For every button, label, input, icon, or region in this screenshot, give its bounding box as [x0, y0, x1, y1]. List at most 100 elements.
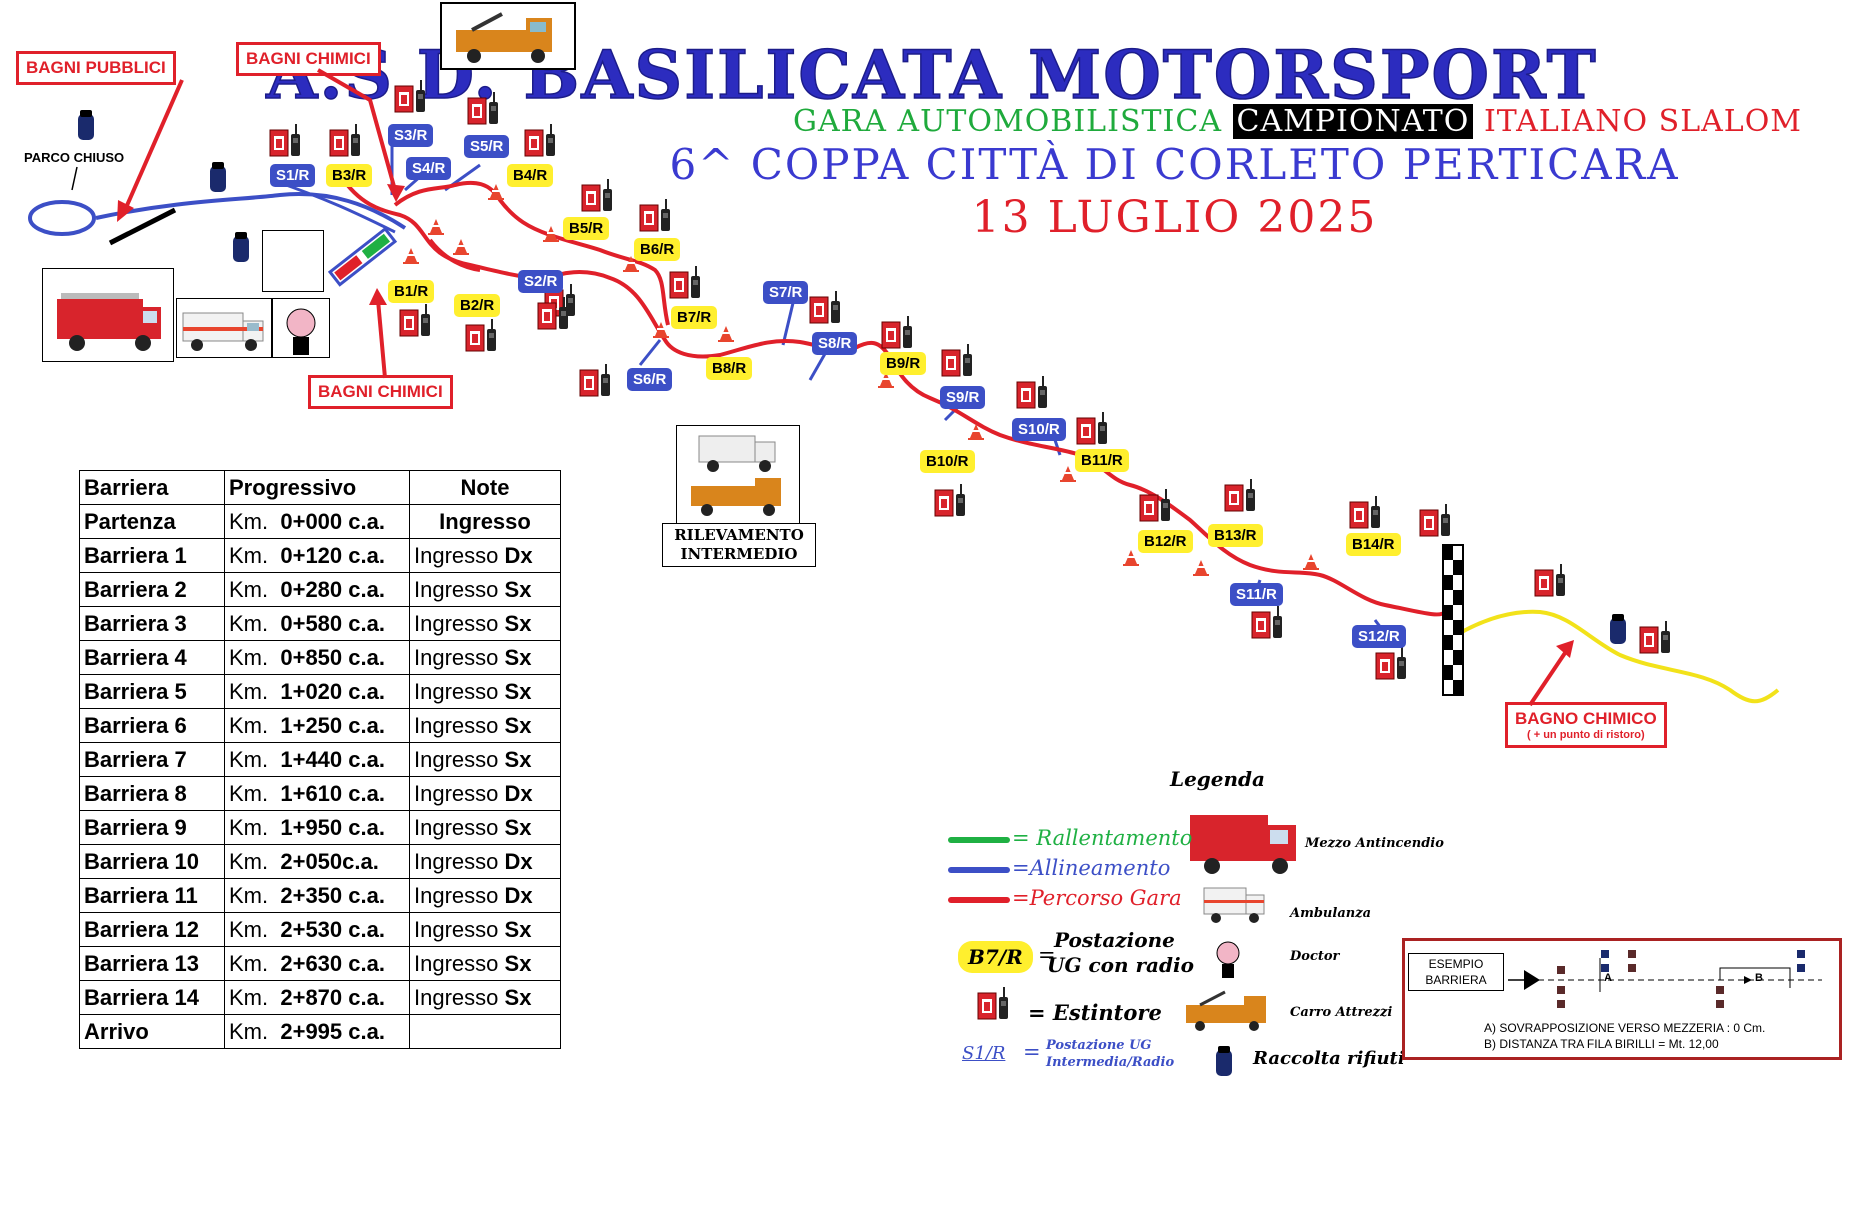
barrier-prog: 2+050c.a.: [280, 848, 379, 874]
barrier-note-text: Ingresso: [414, 542, 499, 568]
legend-blue-swatch: [948, 867, 1010, 873]
rilevamento-label: RILEVAMENTO INTERMEDIO: [662, 523, 816, 567]
barrier-km: Km.: [229, 746, 269, 772]
barrier-km: Km.: [229, 950, 269, 976]
barrier-note-text: Ingresso: [439, 508, 531, 534]
barrier-note-text: Ingresso: [414, 984, 499, 1010]
legend-postazione-tag: B7/R: [958, 941, 1033, 973]
barrier-name: Barriera 13: [79, 946, 225, 981]
barrier-km: Km.: [229, 610, 269, 636]
barrier-km: Km.: [229, 542, 269, 568]
barrier-progressivo: Km. 1+440 c.a.: [224, 742, 410, 777]
doctor-icon: [286, 308, 316, 355]
barrier-prog: 0+280 c.a.: [280, 576, 385, 602]
barrier-note-dir: Sx: [504, 712, 532, 738]
barrier-prog: 0+120 c.a.: [280, 542, 385, 568]
legend-green-swatch: [948, 837, 1010, 843]
barrier-note-text: Ingresso: [414, 746, 499, 772]
barrier-note-dir: Sx: [504, 610, 532, 636]
barrier-progressivo: Km. 0+850 c.a.: [224, 640, 410, 675]
barrier-note: Ingresso Sx: [409, 912, 561, 947]
barrier-km: Km.: [229, 984, 269, 1010]
barrier-tag-b4: B4/R: [507, 164, 554, 187]
barrier-note: Ingresso Sx: [409, 674, 561, 709]
barrier-note-dir: Sx: [504, 916, 532, 942]
example-a: A: [1604, 972, 1612, 984]
legend-s1-eq: =: [1023, 1040, 1041, 1064]
barrier-prog: 0+580 c.a.: [280, 610, 385, 636]
subtitle-slalom: ITALIANO SLALOM: [1483, 104, 1803, 139]
barrier-prog: 1+610 c.a.: [280, 780, 385, 806]
barrier-tag-b3: B3/R: [326, 164, 373, 187]
barrier-tag-b2: B2/R: [454, 294, 501, 317]
barrier-tag-b7: B7/R: [671, 306, 718, 329]
barrier-note-dir: Sx: [504, 950, 532, 976]
barrier-name: Barriera 11: [79, 878, 225, 913]
barrier-note-dir: Dx: [504, 848, 533, 874]
fire-truck-box: [42, 268, 174, 362]
barrier-name: Barriera 9: [79, 810, 225, 845]
barrier-note-dir: Dx: [504, 882, 533, 908]
bagno-chimico-callout: BAGNO CHIMICO ( + un punto di ristoro): [1505, 702, 1667, 748]
example-label-line2: BARRIERA: [1425, 973, 1487, 987]
barrier-progressivo: Km. 0+120 c.a.: [224, 538, 410, 573]
legend-title: Legenda: [1170, 767, 1265, 791]
station-tag-s7: S7/R: [763, 281, 809, 304]
start-slowdown-marker: [327, 226, 398, 287]
barrier-km: Km.: [229, 678, 269, 704]
barrier-note: Ingresso Dx: [409, 776, 561, 811]
ristoro-note: ( + un punto di ristoro): [1527, 729, 1645, 741]
barrier-tag-b8: B8/R: [706, 357, 753, 380]
parco-chiuso-area: [28, 200, 96, 236]
barrier-tag-b11: B11/R: [1075, 449, 1129, 472]
legend-red-swatch: [948, 897, 1010, 903]
barrier-prog: 1+950 c.a.: [280, 814, 385, 840]
race-subtitle: GARA AUTOMOBILISTICA CAMPIONATO ITALIANO…: [793, 104, 1802, 139]
ambulance-box: [176, 298, 272, 358]
parco-chiuso-label: PARCO CHIUSO: [24, 150, 125, 165]
station-tag-s5: S5/R: [464, 135, 510, 158]
barrier-progressivo: Km. 2+870 c.a.: [224, 980, 410, 1015]
legend-rallentamento: = Rallentamento: [1012, 826, 1193, 850]
barrier-km: Km.: [229, 644, 269, 670]
barrier-prog: 1+250 c.a.: [280, 712, 385, 738]
barrier-km: Km.: [229, 780, 269, 806]
barrier-name: Barriera 12: [79, 912, 225, 947]
example-b: B: [1755, 972, 1763, 984]
barrier-km: Km.: [229, 508, 269, 534]
legend-doctor-icon: [1216, 941, 1240, 978]
barrier-km: Km.: [229, 576, 269, 602]
bagno-chimico-label: BAGNO CHIMICO: [1515, 709, 1657, 728]
legend-doctor: Doctor: [1290, 949, 1340, 964]
barrier-note-dir: Sx: [504, 984, 532, 1010]
barrier-note-dir: Sx: [504, 814, 532, 840]
barrier-note-text: Ingresso: [414, 950, 499, 976]
barrier-progressivo: Km. 2+530 c.a.: [224, 912, 410, 947]
barrier-tag-b13: B13/R: [1208, 524, 1263, 547]
barrier-note-dir: Dx: [504, 542, 533, 568]
barrier-note: Ingresso Dx: [409, 878, 561, 913]
barrier-note-text: Ingresso: [414, 678, 499, 704]
barrier-name: Barriera 10: [79, 844, 225, 879]
station-tag-s10: S10/R: [1012, 418, 1066, 441]
tow-truck-box: [440, 2, 576, 70]
extinguisher-box: [262, 230, 324, 292]
bagni-chimici-bottom-callout: BAGNI CHIMICI: [308, 375, 453, 409]
barrier-prog: 2+350 c.a.: [280, 882, 385, 908]
subtitle-gara: GARA AUTOMOBILISTICA: [793, 104, 1222, 139]
station-tag-s2: S2/R: [518, 270, 564, 293]
barrier-prog: 2+995 c.a.: [280, 1018, 385, 1044]
barrier-name: Barriera 3: [79, 606, 225, 641]
station-tag-s6: S6/R: [627, 368, 673, 391]
